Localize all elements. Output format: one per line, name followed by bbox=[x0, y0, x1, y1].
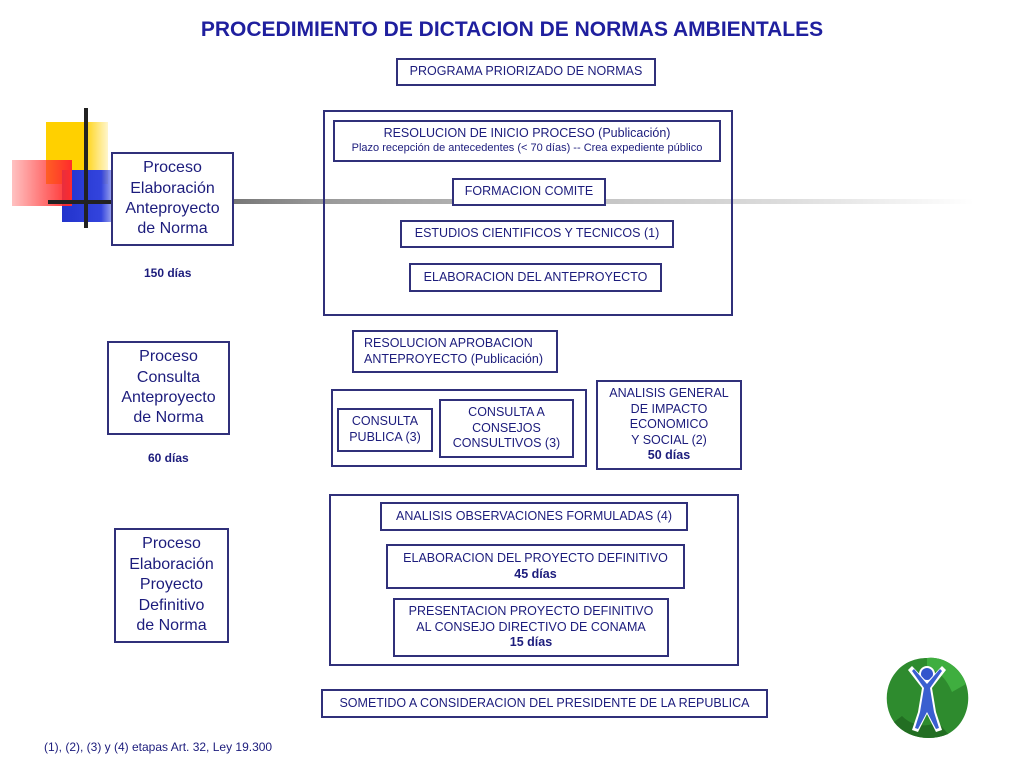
stage1-days: 150 días bbox=[144, 266, 192, 280]
resolucion-aprobacion-line: ANTEPROYECTO (Publicación) bbox=[364, 351, 543, 366]
stage1-label-line: Proceso bbox=[143, 159, 202, 177]
conama-logo-icon bbox=[886, 657, 969, 738]
programa-priorizado-box: PROGRAMA PRIORIZADO DE NORMAS bbox=[396, 58, 656, 86]
analisis-impacto-box: ANALISIS GENERAL DE IMPACTO ECONOMICO Y … bbox=[596, 380, 742, 470]
analisis-impacto-days: 50 días bbox=[647, 448, 691, 463]
resolucion-inicio-line1: RESOLUCION DE INICIO PROCESO (Publicació… bbox=[383, 126, 671, 141]
proyecto-definitivo-box: ELABORACION DEL PROYECTO DEFINITIVO 45 d… bbox=[386, 544, 685, 589]
stage1-frame bbox=[323, 110, 733, 316]
stage3-label-line: Proceso bbox=[142, 535, 201, 553]
consulta-consejos-line: CONSEJOS bbox=[472, 420, 541, 435]
stage2-label-box: Proceso Consulta Anteproyecto de Norma bbox=[107, 341, 230, 435]
presentacion-box: PRESENTACION PROYECTO DEFINITIVO AL CONS… bbox=[393, 598, 669, 657]
consulta-consejos-line: CONSULTA A bbox=[468, 405, 545, 420]
analisis-impacto-line: Y SOCIAL (2) bbox=[631, 432, 707, 447]
consulta-frame bbox=[331, 389, 587, 467]
proyecto-definitivo-days: 45 días bbox=[514, 566, 557, 581]
programa-priorizado-text: PROGRAMA PRIORIZADO DE NORMAS bbox=[409, 64, 643, 79]
stage1-label-line: de Norma bbox=[137, 220, 208, 238]
consulta-publica-box: CONSULTA PUBLICA (3) bbox=[337, 408, 433, 452]
consulta-publica-line: CONSULTA bbox=[351, 414, 419, 429]
stage3-frame bbox=[329, 494, 739, 666]
stage3-label-box: Proceso Elaboración Proyecto Definitivo … bbox=[114, 528, 229, 643]
observaciones-text: ANALISIS OBSERVACIONES FORMULADAS (4) bbox=[396, 508, 672, 523]
consulta-publica-line: PUBLICA (3) bbox=[349, 430, 421, 444]
elaboracion-anteproyecto-text: ELABORACION DEL ANTEPROYECTO bbox=[423, 269, 648, 284]
observaciones-box: ANALISIS OBSERVACIONES FORMULADAS (4) bbox=[380, 502, 688, 531]
stage2-days: 60 días bbox=[148, 451, 189, 465]
formacion-comite-text: FORMACION COMITE bbox=[464, 184, 594, 199]
deco-red-square bbox=[12, 160, 72, 206]
stage1-label-line: Elaboración bbox=[130, 179, 215, 197]
stage1-label-box: Proceso Elaboración Anteproyecto de Norm… bbox=[111, 152, 234, 246]
stage3-label-line: de Norma bbox=[136, 617, 207, 635]
analisis-impacto-line: ECONOMICO bbox=[629, 417, 709, 432]
sometido-presidente-text: SOMETIDO A CONSIDERACION DEL PRESIDENTE … bbox=[339, 695, 750, 710]
deco-vertical-line bbox=[84, 108, 88, 228]
sometido-presidente-box: SOMETIDO A CONSIDERACION DEL PRESIDENTE … bbox=[321, 689, 768, 718]
resolucion-aprobacion-line: RESOLUCION APROBACION bbox=[364, 335, 533, 350]
deco-horizontal-line bbox=[48, 200, 132, 204]
footnote: (1), (2), (3) y (4) etapas Art. 32, Ley … bbox=[44, 740, 273, 754]
stage3-label-line: Elaboración bbox=[129, 555, 214, 573]
stage3-label-line: Definitivo bbox=[138, 596, 205, 614]
resolucion-inicio-line2: Plazo recepción de antecedentes (< 70 dí… bbox=[351, 141, 703, 154]
consulta-consejos-box: CONSULTA A CONSEJOS CONSULTIVOS (3) bbox=[439, 399, 574, 458]
stage1-label-line: Anteproyecto bbox=[125, 200, 220, 217]
elaboracion-anteproyecto-box: ELABORACION DEL ANTEPROYECTO bbox=[409, 263, 662, 292]
estudios-box: ESTUDIOS CIENTIFICOS Y TECNICOS (1) bbox=[400, 220, 674, 248]
presentacion-line: PRESENTACION PROYECTO DEFINITIVO bbox=[408, 604, 654, 619]
page-title: PROCEDIMIENTO DE DICTACION DE NORMAS AMB… bbox=[200, 18, 824, 41]
stage2-label-line: de Norma bbox=[133, 409, 204, 427]
resolucion-inicio-box: RESOLUCION DE INICIO PROCESO (Publicació… bbox=[333, 120, 721, 162]
proyecto-definitivo-text: ELABORACION DEL PROYECTO DEFINITIVO bbox=[403, 550, 668, 565]
estudios-text: ESTUDIOS CIENTIFICOS Y TECNICOS (1) bbox=[414, 226, 660, 241]
presentacion-line: AL CONSEJO DIRECTIVO DE CONAMA bbox=[416, 619, 646, 634]
analisis-impacto-line: DE IMPACTO bbox=[630, 401, 708, 416]
decorative-squares bbox=[12, 108, 132, 228]
formacion-comite-box: FORMACION COMITE bbox=[452, 178, 606, 206]
presentacion-days: 15 días bbox=[509, 635, 553, 650]
stage3-label-line: Proyecto bbox=[139, 576, 204, 594]
stage2-label-line: Anteproyecto bbox=[121, 389, 216, 406]
stage2-label-line: Proceso bbox=[139, 348, 198, 366]
stage2-label-line: Consulta bbox=[136, 368, 201, 386]
consulta-consejos-line: CONSULTIVOS (3) bbox=[452, 436, 561, 451]
conama-logo bbox=[882, 652, 972, 742]
analisis-impacto-line: ANALISIS GENERAL bbox=[609, 385, 729, 400]
resolucion-aprobacion-box: RESOLUCION APROBACION ANTEPROYECTO (Publ… bbox=[352, 330, 558, 373]
